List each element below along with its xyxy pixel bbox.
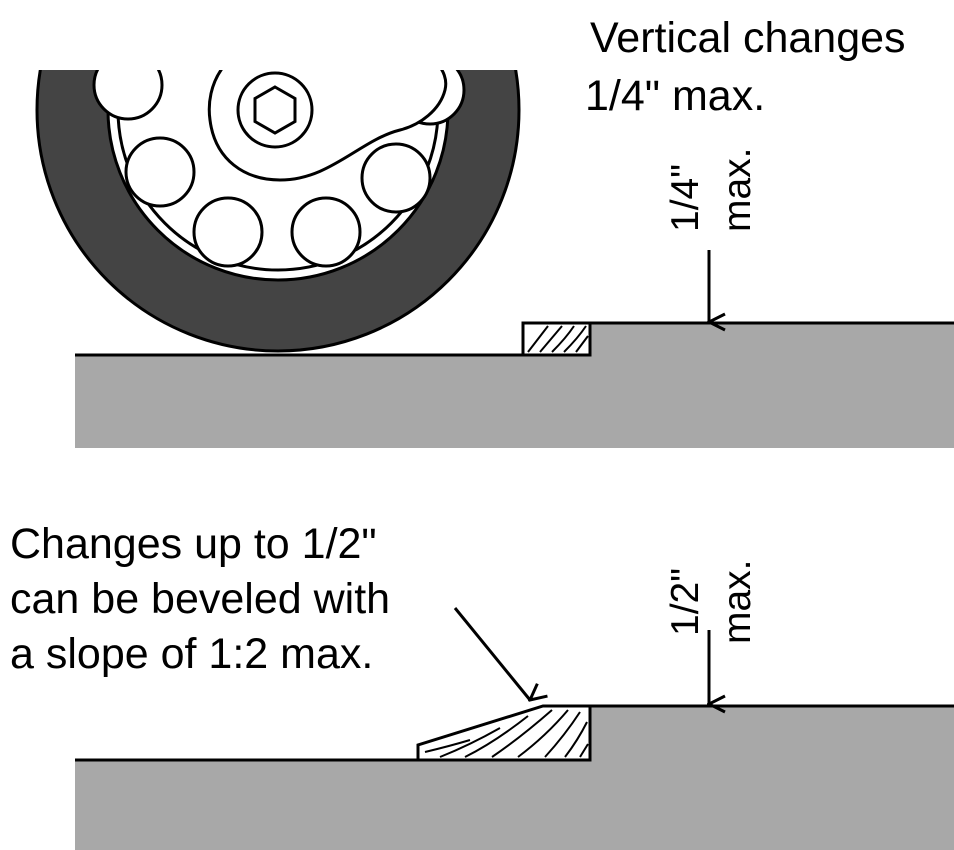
bottom-ground-surface xyxy=(75,706,954,850)
bottom-dimension-value: 1/2" xyxy=(664,568,707,636)
top-caption-line-2: 1/4" max. xyxy=(585,72,765,120)
hub-bolt-icon xyxy=(236,71,314,149)
bevel-threshold xyxy=(416,704,592,762)
bottom-caption-line-1: Changes up to 1/2" xyxy=(10,520,377,568)
top-caption-line-1: Vertical changes xyxy=(590,14,906,62)
bevel-threshold-hatching xyxy=(424,709,589,758)
top-dimension-unit: max. xyxy=(716,147,759,232)
bottom-caption-line-2: can be beveled with xyxy=(10,575,390,623)
top-dimension-value: 1/4" xyxy=(664,164,707,232)
bottom-dimension-unit: max. xyxy=(716,559,759,644)
top-threshold-hatching xyxy=(527,325,589,353)
top-panel: 1/4" max. Vertical changes 1/4" max. xyxy=(35,14,954,448)
bevel-pointer-arrow xyxy=(453,607,530,700)
bottom-caption-line-3: a slope of 1:2 max. xyxy=(10,630,373,678)
wheel xyxy=(35,70,521,353)
bottom-panel: 1/2" max. Changes up to 1/2" can be beve… xyxy=(10,520,954,850)
top-ground-surface xyxy=(75,323,954,448)
top-threshold xyxy=(521,321,592,357)
